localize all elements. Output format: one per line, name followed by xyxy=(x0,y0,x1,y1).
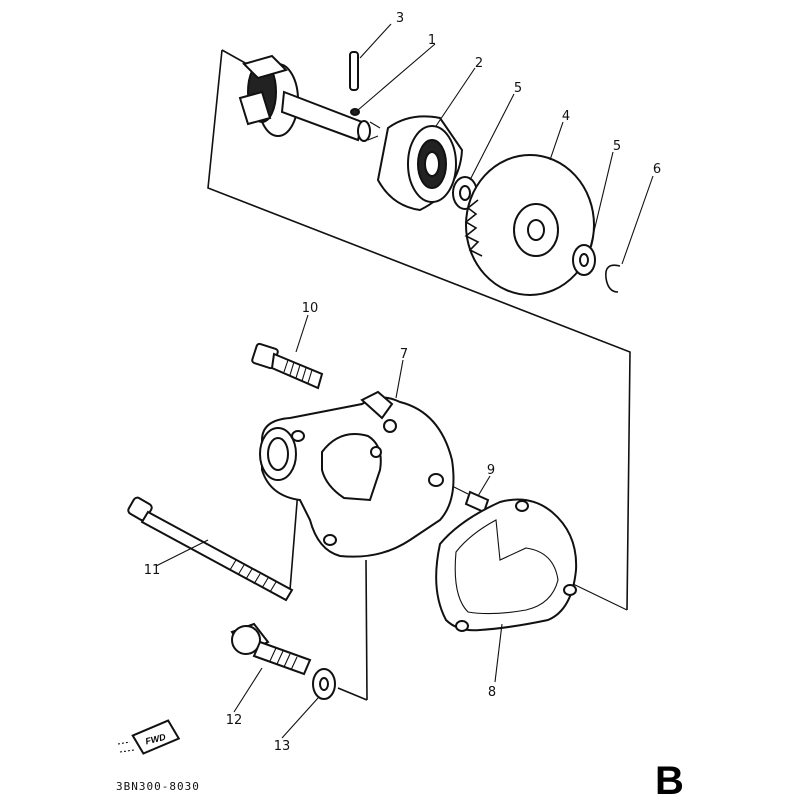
leader-lines xyxy=(155,23,654,739)
bolt-10 xyxy=(251,342,324,390)
callout-4: 4 xyxy=(562,109,570,124)
callout-3: 3 xyxy=(396,11,404,26)
circlip-6 xyxy=(604,264,621,293)
forward-direction-badge: FWD xyxy=(131,719,181,755)
callout-7: 7 xyxy=(400,347,408,362)
callout-11: 11 xyxy=(144,563,161,578)
callout-8: 8 xyxy=(488,685,496,700)
long-bolt-11 xyxy=(127,496,294,602)
flange-bolt-12 xyxy=(230,622,312,676)
callout-10: 10 xyxy=(302,301,319,316)
gasket-8 xyxy=(435,498,578,632)
dowel-pin-3 xyxy=(349,51,359,91)
callout-1: 1 xyxy=(428,33,436,48)
callout-labels: 1 2 3 4 5 5 6 7 8 9 10 11 12 13 xyxy=(144,11,661,754)
callout-5-upper: 5 xyxy=(514,81,522,96)
pin-1 xyxy=(350,108,360,116)
callout-9: 9 xyxy=(487,463,495,478)
impeller-shaft xyxy=(238,54,381,142)
callout-12: 12 xyxy=(226,713,243,728)
washer-13 xyxy=(312,668,336,700)
callout-2: 2 xyxy=(475,56,483,71)
callout-5-lower: 5 xyxy=(613,139,621,154)
fwd-label: FWD xyxy=(144,732,167,747)
drawing-code: 3BN300-8030 xyxy=(116,780,200,793)
fwd-dashes xyxy=(117,741,135,753)
washer-5-lower xyxy=(572,244,596,276)
impeller-gear-4 xyxy=(464,154,595,296)
oil-seal-2 xyxy=(376,115,464,212)
callout-6: 6 xyxy=(653,162,661,177)
pump-housing-7 xyxy=(259,390,455,558)
callout-13: 13 xyxy=(274,739,291,754)
section-letter: B xyxy=(655,759,684,800)
